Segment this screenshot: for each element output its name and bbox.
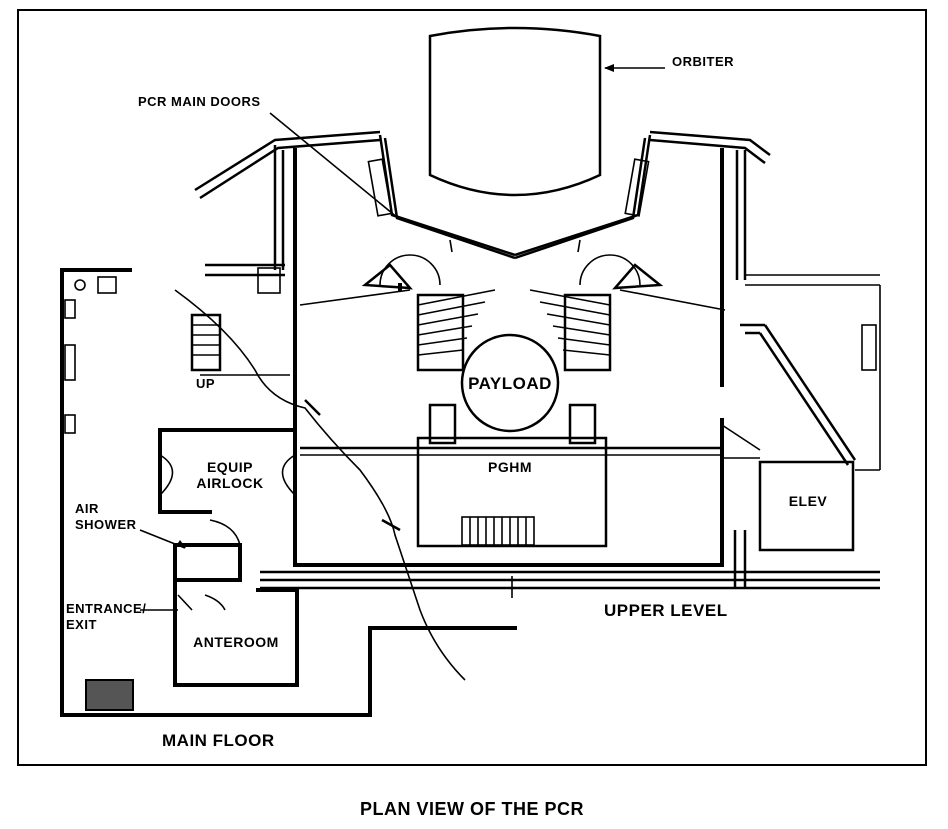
vent-grate: [85, 679, 134, 711]
up-stair: [190, 313, 290, 376]
elevator-shaft: [758, 460, 855, 552]
anteroom-block: [173, 519, 299, 687]
label-pghm: PGHM: [488, 459, 532, 475]
right-structure: [721, 274, 881, 552]
right-stair: [529, 289, 612, 372]
label-anteroom: ANTEROOM: [193, 634, 279, 650]
pcr-main-doors-leader: [269, 112, 399, 219]
equip-airlock: [158, 428, 297, 514]
label-main-floor: MAIN FLOOR: [162, 731, 275, 750]
label-elev: ELEV: [789, 493, 828, 509]
diagram-frame: [17, 9, 927, 766]
label-entrance: ENTRANCE/: [66, 601, 146, 616]
upper-roof-structure: [194, 130, 771, 294]
orbiter-arrowhead: [604, 64, 614, 72]
main-floor-walls: [60, 268, 517, 717]
label-airlock: AIRLOCK: [196, 475, 263, 491]
label-shower: SHOWER: [75, 517, 137, 532]
label-upper-level: UPPER LEVEL: [604, 601, 728, 620]
label-exit: EXIT: [66, 617, 97, 632]
label-payload: PAYLOAD: [468, 374, 552, 393]
label-pcr-main-doors: PCR MAIN DOORS: [138, 94, 261, 109]
label-orbiter: ORBITER: [672, 54, 734, 69]
label-air: AIR: [75, 501, 99, 516]
section-break-line: [174, 289, 466, 681]
left-stair: [416, 289, 496, 372]
orbiter-outline: [428, 26, 602, 197]
air-shower-arrowhead: [176, 540, 186, 548]
label-up: UP: [196, 376, 215, 391]
pcr-walls: [293, 148, 724, 567]
figure-caption: PLAN VIEW OF THE PCR: [360, 799, 584, 819]
payload-outline: [460, 333, 560, 433]
work-platforms: [299, 254, 726, 311]
upper-level-floor: [260, 530, 880, 598]
pghm-structure: [300, 403, 720, 548]
pcr-main-doors: [367, 134, 652, 260]
label-equip: EQUIP: [207, 459, 253, 475]
